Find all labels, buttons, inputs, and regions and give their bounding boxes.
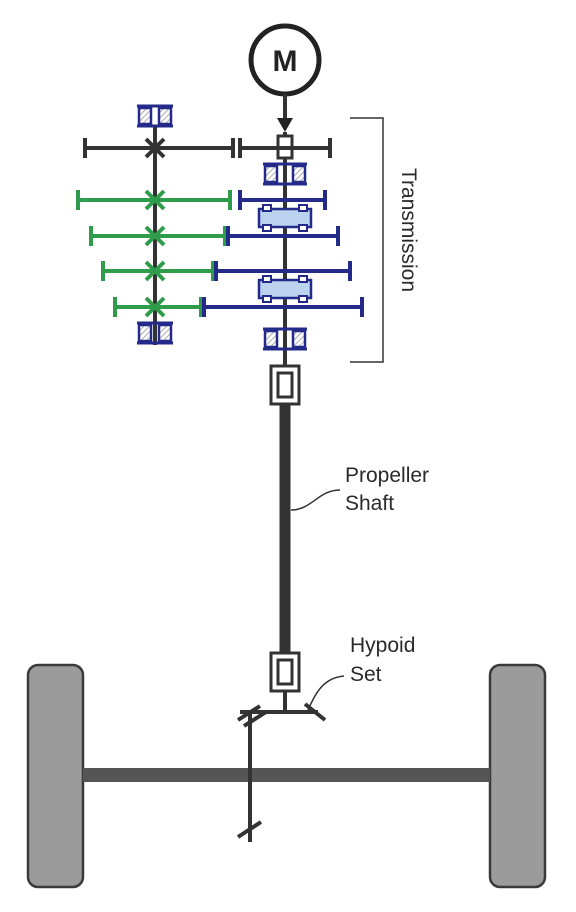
hypoid-set-label-line2: Set [350, 663, 382, 686]
mainshaft-gears [202, 190, 364, 317]
hypoid-gear-set [236, 702, 327, 728]
transmission-bracket [350, 117, 384, 363]
hypoid-set-label-line1: Hypoid [350, 634, 415, 657]
input-arrow-icon [277, 118, 293, 132]
rear-axle [83, 768, 490, 782]
motor-label: M [273, 45, 298, 78]
mainshaft-bottom-bearing [263, 327, 307, 351]
transmission-label: Transmission [397, 168, 420, 292]
propeller-shaft-label-line1: Propeller [345, 464, 429, 487]
differential-end-tick [236, 820, 263, 839]
constant-mesh-gears [83, 137, 332, 159]
upper-synchronizer [257, 204, 313, 232]
upper-universal-joint [269, 364, 301, 406]
hypoid-leader-line [307, 675, 345, 711]
propeller-leader-line [290, 489, 341, 511]
countershaft-bottom-bearing [137, 321, 173, 345]
left-wheel [26, 663, 85, 889]
propeller-shaft-label-line2: Shaft [345, 492, 394, 515]
countershaft-gears [76, 189, 232, 318]
mainshaft-top-bearing [263, 162, 307, 186]
countershaft-top-bearing [137, 104, 173, 128]
lower-synchronizer [257, 275, 313, 303]
lower-universal-joint [269, 651, 301, 693]
right-wheel [488, 663, 547, 889]
